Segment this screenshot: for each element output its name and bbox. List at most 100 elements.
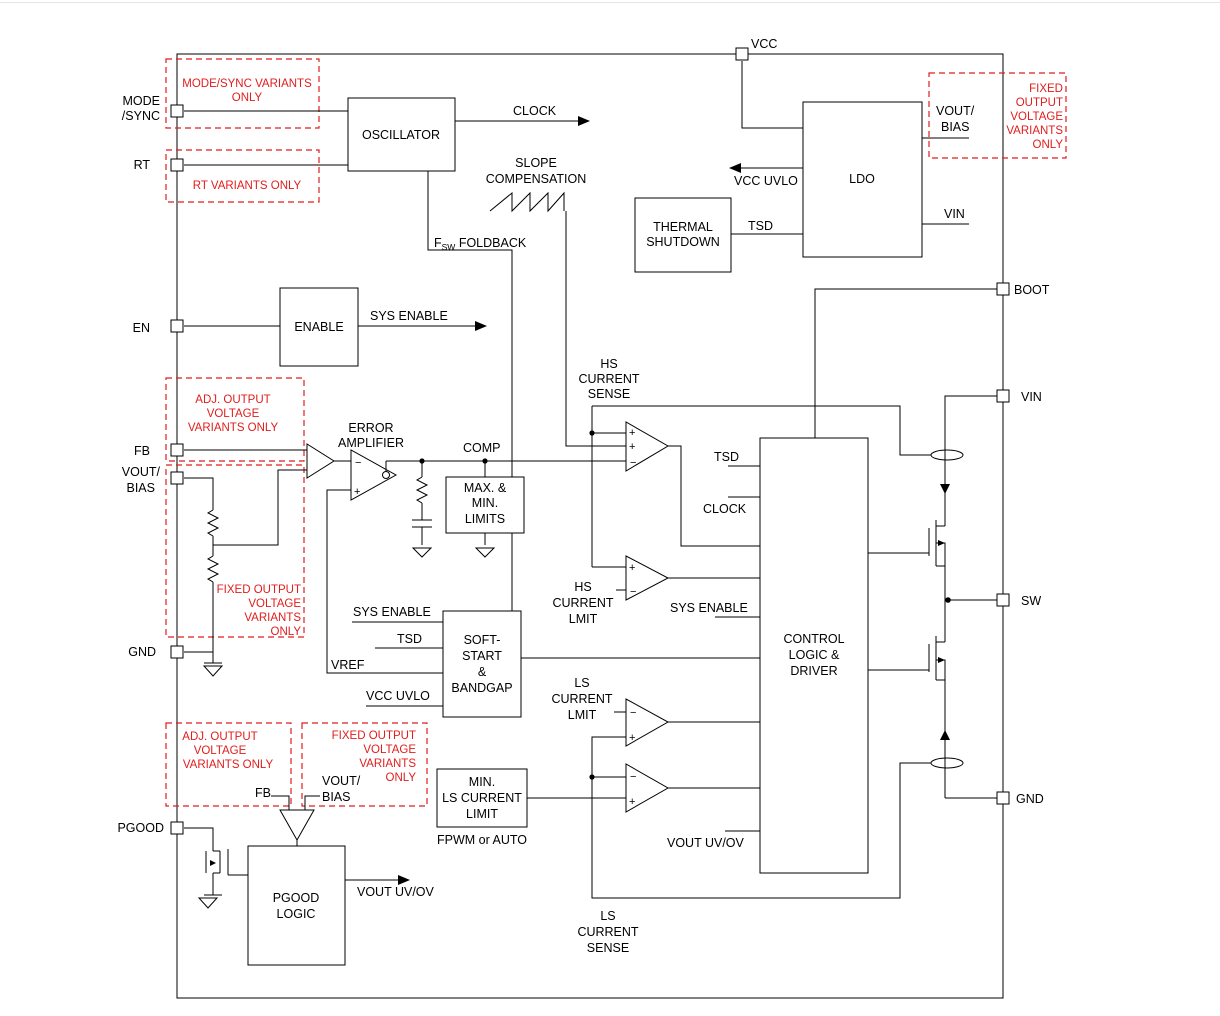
maxmin-limits-block [445, 476, 525, 534]
signal-vcc-uvlo-ss: VCC UVLO [366, 689, 430, 703]
svg-text:+: + [629, 562, 635, 574]
pin-label-vin: VIN [1021, 390, 1042, 404]
variant-fixed-left-l1: FIXED OUTPUT [217, 584, 301, 596]
variant-adj-bottom-l3: VARIANTS ONLY [183, 759, 274, 771]
pin-vout-bias [170, 471, 184, 485]
signal-ls-limit-l1: LS [574, 676, 589, 690]
ls-limit-comparator [625, 698, 670, 747]
variant-fixed-tr-l2: OUTPUT [1016, 97, 1063, 109]
pin-pgood [170, 821, 184, 835]
pin-gnd [170, 645, 184, 659]
signal-ls-limit-l2: CURRENT [551, 692, 612, 706]
pin-label-en: EN [133, 321, 150, 335]
pin-gnd-right [996, 791, 1010, 805]
maxmin-l1: MAX. & [464, 481, 507, 495]
signal-tsd-ss: TSD [397, 632, 422, 646]
pin-label-gnd-right: GND [1016, 792, 1044, 806]
signal-ldo-bias: BIAS [941, 120, 970, 134]
pin-label-rt: RT [134, 158, 151, 172]
variant-adj-bottom-l1: ADJ. OUTPUT [182, 731, 257, 743]
variant-box-adj-bottom [165, 722, 292, 807]
signal-pg-vout: VOUT/ [322, 774, 361, 788]
oscillator-block [347, 97, 456, 172]
variant-fixed-bottom-l1: FIXED OUTPUT [332, 730, 416, 742]
control-l2: LOGIC & [789, 648, 840, 662]
variant-fixed-left-l3: VARIANTS [244, 612, 301, 624]
signal-hs-sense-l1: HS [600, 357, 617, 371]
variant-mode-sync-l2: ONLY [232, 92, 263, 104]
signal-fpwm-auto: FPWM or AUTO [437, 833, 527, 847]
page-top-border [0, 2, 1220, 3]
svg-text:−: − [630, 586, 636, 598]
signal-tsd-ctrl: TSD [714, 450, 739, 464]
pin-label-vcc: VCC [751, 37, 777, 51]
signal-ls-limit-l3: LMIT [568, 708, 597, 722]
ic-outline [176, 53, 1004, 999]
ldo-block [802, 101, 923, 258]
signal-fsw-foldback: FSW FOLDBACK [434, 236, 527, 252]
pin-label-sync: /SYNC [122, 109, 160, 123]
pin-fb [170, 443, 184, 457]
svg-text:−: − [630, 707, 636, 719]
variant-fixed-tr-l1: FIXED [1029, 83, 1063, 95]
pin-label-gnd: GND [128, 645, 156, 659]
signal-pg-fb: FB [255, 786, 271, 800]
signal-ls-sense-l1: LS [600, 909, 615, 923]
svg-text:+: + [629, 441, 635, 453]
variant-fixed-left-l2: VOLTAGE [248, 598, 301, 610]
minls-l3: LIMIT [466, 807, 498, 821]
variant-fixed-bottom-l3: VARIANTS [359, 758, 416, 770]
thermal-shutdown-block [634, 197, 732, 273]
signal-slope-l1: SLOPE [515, 156, 557, 170]
variant-adj-top-l2: VOLTAGE [207, 408, 260, 420]
variant-rt: RT VARIANTS ONLY [193, 180, 302, 192]
minls-l1: MIN. [469, 775, 495, 789]
pin-label-fb: FB [134, 444, 150, 458]
signal-hs-limit-l3: LMIT [569, 612, 598, 626]
signal-comp: COMP [463, 441, 501, 455]
pin-label-bias: BIAS [127, 481, 156, 495]
thermal-label-l1: THERMAL [653, 220, 713, 234]
pin-label-pgood: PGOOD [117, 821, 164, 835]
variant-mode-sync-l1: MODE/SYNC VARIANTS [182, 78, 312, 90]
fb-buffer [306, 443, 335, 479]
variant-box-fixed-top-right [928, 72, 1067, 159]
signal-ls-sense-l3: SENSE [587, 941, 629, 955]
pin-boot [996, 282, 1010, 296]
variant-fixed-tr-l4: VARIANTS [1006, 125, 1063, 137]
signal-hs-limit-l1: HS [574, 580, 591, 594]
variant-fixed-left-l4: ONLY [271, 626, 302, 638]
variant-adj-bottom-l2: VOLTAGE [194, 745, 247, 757]
pin-rt [170, 158, 184, 172]
pgood-logic-l2: LOGIC [277, 907, 316, 921]
svg-text:−: − [630, 771, 636, 783]
hs-current-comparator [625, 421, 669, 472]
softstart-l2: START [462, 649, 502, 663]
signal-pg-bias: BIAS [322, 790, 351, 804]
signal-ldo-vin: VIN [944, 207, 965, 221]
ls-min-comparator [625, 763, 670, 813]
ldo-label: LDO [849, 172, 875, 186]
svg-text:−: − [355, 457, 361, 469]
control-l3: DRIVER [790, 664, 837, 678]
signal-hs-limit-l2: CURRENT [552, 596, 613, 610]
control-logic-block [759, 437, 869, 874]
pin-sw [996, 593, 1010, 607]
variant-fixed-bottom-l4: ONLY [386, 772, 417, 784]
svg-text:+: + [629, 732, 635, 744]
min-ls-current-block [436, 768, 528, 828]
svg-text:+: + [629, 427, 635, 439]
svg-text:+: + [629, 796, 635, 808]
variant-adj-top-l1: ADJ. OUTPUT [195, 394, 270, 406]
error-amplifier [350, 449, 398, 501]
maxmin-l2: MIN. [472, 496, 498, 510]
pin-label-boot: BOOT [1014, 283, 1050, 297]
signal-error-amp-l2: AMPLIFIER [338, 436, 404, 450]
svg-text:−: − [630, 457, 636, 469]
oscillator-label: OSCILLATOR [362, 128, 440, 142]
svg-text:+: + [354, 486, 360, 498]
thermal-label-l2: SHUTDOWN [646, 235, 720, 249]
signal-vout-uvov-ctrl: VOUT UV/OV [667, 836, 745, 850]
signal-clock-ctrl: CLOCK [703, 502, 747, 516]
